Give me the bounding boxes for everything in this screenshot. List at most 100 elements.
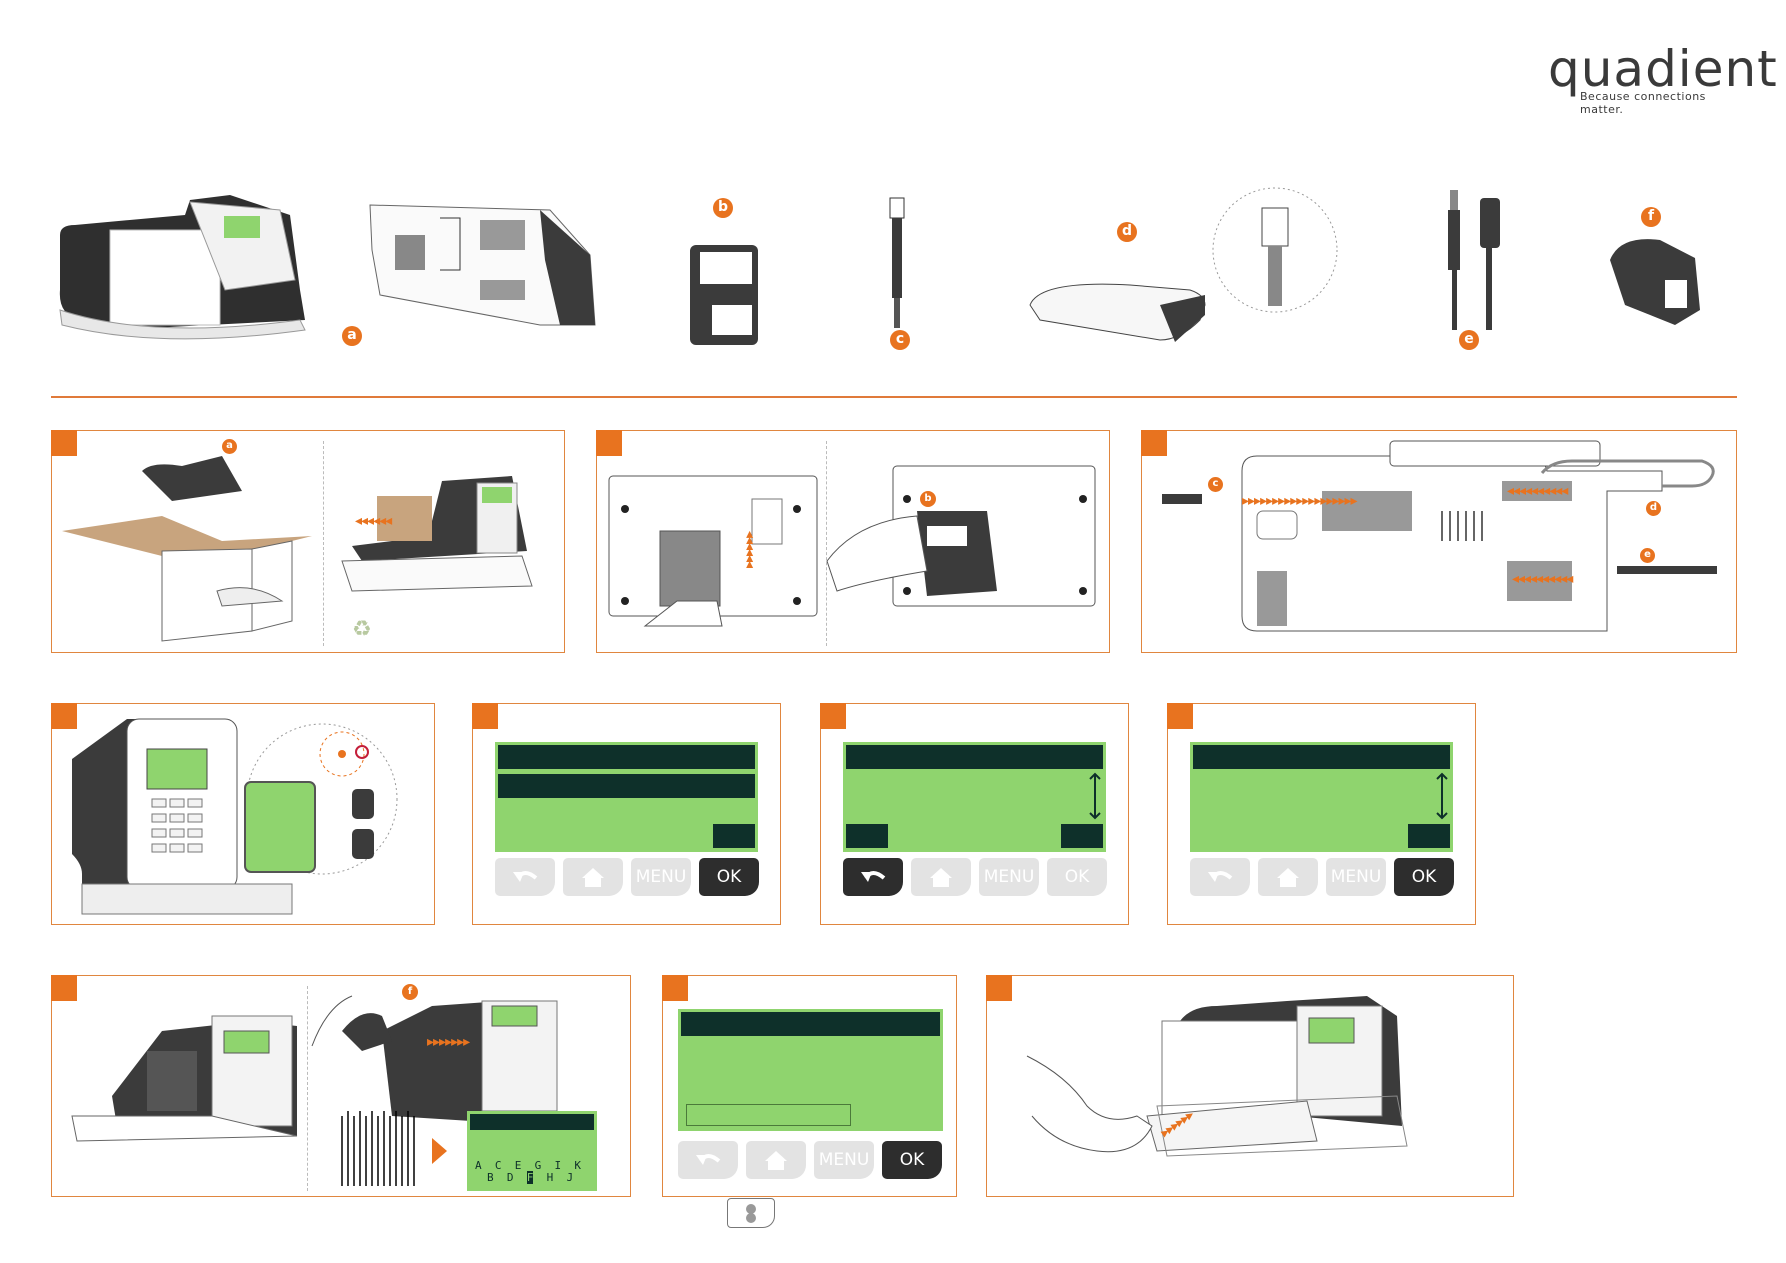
part-label-b: b bbox=[713, 198, 733, 218]
panel-print: ▸▸▸▸▸▸ bbox=[986, 975, 1514, 1197]
step-marker bbox=[51, 430, 77, 456]
home-button[interactable] bbox=[1258, 858, 1318, 896]
panel-battery: b ◂◂◂◂◂◂ bbox=[596, 430, 1110, 653]
step-marker bbox=[472, 703, 498, 729]
back-button[interactable] bbox=[1190, 858, 1250, 896]
lcd-softkey-right bbox=[713, 824, 755, 848]
home-icon bbox=[765, 1151, 787, 1170]
back-button[interactable] bbox=[678, 1141, 738, 1179]
brand-tagline: Because connections matter. bbox=[1580, 90, 1706, 116]
back-arrow-icon bbox=[513, 871, 538, 882]
ink-install-illustration bbox=[71, 995, 558, 1186]
back-arrow-icon bbox=[1208, 871, 1233, 882]
ok-button[interactable]: OK bbox=[1394, 858, 1454, 896]
panel-power-on bbox=[51, 703, 435, 925]
lcd-softkey-right bbox=[1408, 824, 1450, 848]
scroll-arrows-icon bbox=[1089, 772, 1101, 820]
brand-name: quadient bbox=[1548, 40, 1778, 98]
lcd-screen bbox=[843, 742, 1106, 852]
cables-illustration bbox=[1162, 440, 1717, 632]
part-label-c: c bbox=[890, 330, 910, 350]
step-marker bbox=[662, 975, 688, 1001]
panel-label-f: f bbox=[402, 984, 418, 1000]
ok-button[interactable]: OK bbox=[699, 858, 759, 896]
panel-screen-3: MENU OK bbox=[1167, 703, 1476, 925]
step-marker bbox=[51, 975, 77, 1001]
panel-label-b: b bbox=[920, 491, 936, 507]
step-marker bbox=[51, 703, 77, 729]
panel-divider bbox=[826, 441, 827, 646]
panel-ink-install: A C E G I K B D F H J f ▸▸▸▸▸▸▸ bbox=[51, 975, 631, 1197]
part-label-e: e bbox=[1459, 330, 1479, 350]
part-label-d: d bbox=[1117, 222, 1137, 242]
alignment-letters-top: A C E G I K bbox=[475, 1159, 581, 1172]
panel-screen-4: MENU OK bbox=[662, 975, 957, 1197]
lcd-title-bar bbox=[1193, 745, 1450, 769]
lcd-selected-row bbox=[498, 774, 755, 798]
rotate-arrows: ◂◂◂◂◂◂ bbox=[742, 530, 759, 568]
insert-arrows: ◂◂◂◂◂◂ bbox=[355, 513, 392, 529]
part-label-f: f bbox=[1641, 207, 1661, 227]
back-button[interactable] bbox=[843, 858, 903, 896]
unpack-illustration: ♻ bbox=[62, 456, 533, 642]
menu-button[interactable]: MENU bbox=[814, 1141, 874, 1179]
home-button[interactable] bbox=[563, 858, 623, 896]
home-icon bbox=[930, 868, 952, 887]
brand-logo: quadient Because connections matter. bbox=[1548, 40, 1777, 116]
ink-cartridge-icon bbox=[727, 1198, 775, 1228]
ink-cartridge-illustration bbox=[1610, 239, 1700, 325]
panel-unpack: ♻ a ◂◂◂◂◂◂ bbox=[51, 430, 565, 653]
panel-label-c: c bbox=[1208, 477, 1223, 492]
print-illustration bbox=[1026, 996, 1408, 1157]
power-arrows: ◂◂◂◂◂◂◂◂◂◂ bbox=[1512, 571, 1573, 587]
lcd-title-bar bbox=[846, 745, 1103, 769]
insert-arrows: ▸▸▸▸▸▸▸ bbox=[427, 1034, 470, 1050]
step-marker bbox=[986, 975, 1012, 1001]
lcd-softkey-left bbox=[846, 824, 888, 848]
machine-illustration bbox=[59, 195, 306, 340]
step-marker bbox=[596, 430, 622, 456]
panel-label-e: e bbox=[1640, 548, 1655, 563]
menu-button[interactable]: MENU bbox=[1326, 858, 1386, 896]
part-label-a: a bbox=[342, 326, 362, 346]
section-divider bbox=[51, 396, 1737, 398]
lcd-input-field bbox=[686, 1104, 851, 1126]
power-icon bbox=[355, 745, 369, 759]
lcd-softkey-right bbox=[1061, 824, 1103, 848]
panel-screen-1: MENU OK bbox=[472, 703, 781, 925]
step-marker bbox=[820, 703, 846, 729]
menu-button[interactable]: MENU bbox=[979, 858, 1039, 896]
lcd-screen bbox=[1190, 742, 1453, 852]
menu-button[interactable]: MENU bbox=[631, 858, 691, 896]
connection-box-illustration bbox=[1029, 187, 1338, 342]
network-arrows: ▸▸▸▸▸▸▸▸▸▸▸▸▸▸▸▸▸▸▸ bbox=[1242, 493, 1358, 509]
scroll-arrows-icon bbox=[1436, 772, 1448, 820]
lcd-screen bbox=[495, 742, 758, 852]
network-cable-illustration bbox=[889, 197, 905, 328]
ok-button[interactable]: OK bbox=[1047, 858, 1107, 896]
home-icon bbox=[1277, 868, 1299, 887]
lcd-screen bbox=[678, 1009, 943, 1131]
home-button[interactable] bbox=[911, 858, 971, 896]
battery-illustration bbox=[690, 245, 758, 345]
panel-divider bbox=[307, 986, 308, 1191]
back-button[interactable] bbox=[495, 858, 555, 896]
panel-cables: ▸▸▸▸▸▸▸▸▸▸▸▸▸▸▸▸▸▸▸ ◂◂◂◂◂◂◂◂◂◂ ◂◂◂◂◂◂◂◂◂… bbox=[1141, 430, 1737, 653]
ok-button[interactable]: OK bbox=[882, 1141, 942, 1179]
back-arrow-icon bbox=[696, 1154, 721, 1165]
panel-divider bbox=[323, 441, 324, 646]
home-button[interactable] bbox=[746, 1141, 806, 1179]
power-on-illustration bbox=[72, 718, 398, 915]
lcd-title-bar bbox=[681, 1012, 940, 1036]
alignment-lcd: A C E G I K B D F H J bbox=[467, 1111, 597, 1191]
step-marker bbox=[1141, 430, 1167, 456]
lcd-title-bar bbox=[470, 1114, 594, 1130]
lcd-title-bar bbox=[498, 745, 755, 769]
panel-screen-2: MENU OK bbox=[820, 703, 1129, 925]
machine-back-illustration bbox=[369, 204, 596, 326]
connection-arrows: ◂◂◂◂◂◂◂◂◂◂ bbox=[1507, 483, 1568, 499]
alignment-letters-bottom: B D F H J bbox=[487, 1171, 574, 1184]
recycle-icon: ♻ bbox=[352, 617, 372, 642]
panel-label-d: d bbox=[1646, 501, 1661, 516]
power-cable-illustration bbox=[1448, 190, 1500, 330]
